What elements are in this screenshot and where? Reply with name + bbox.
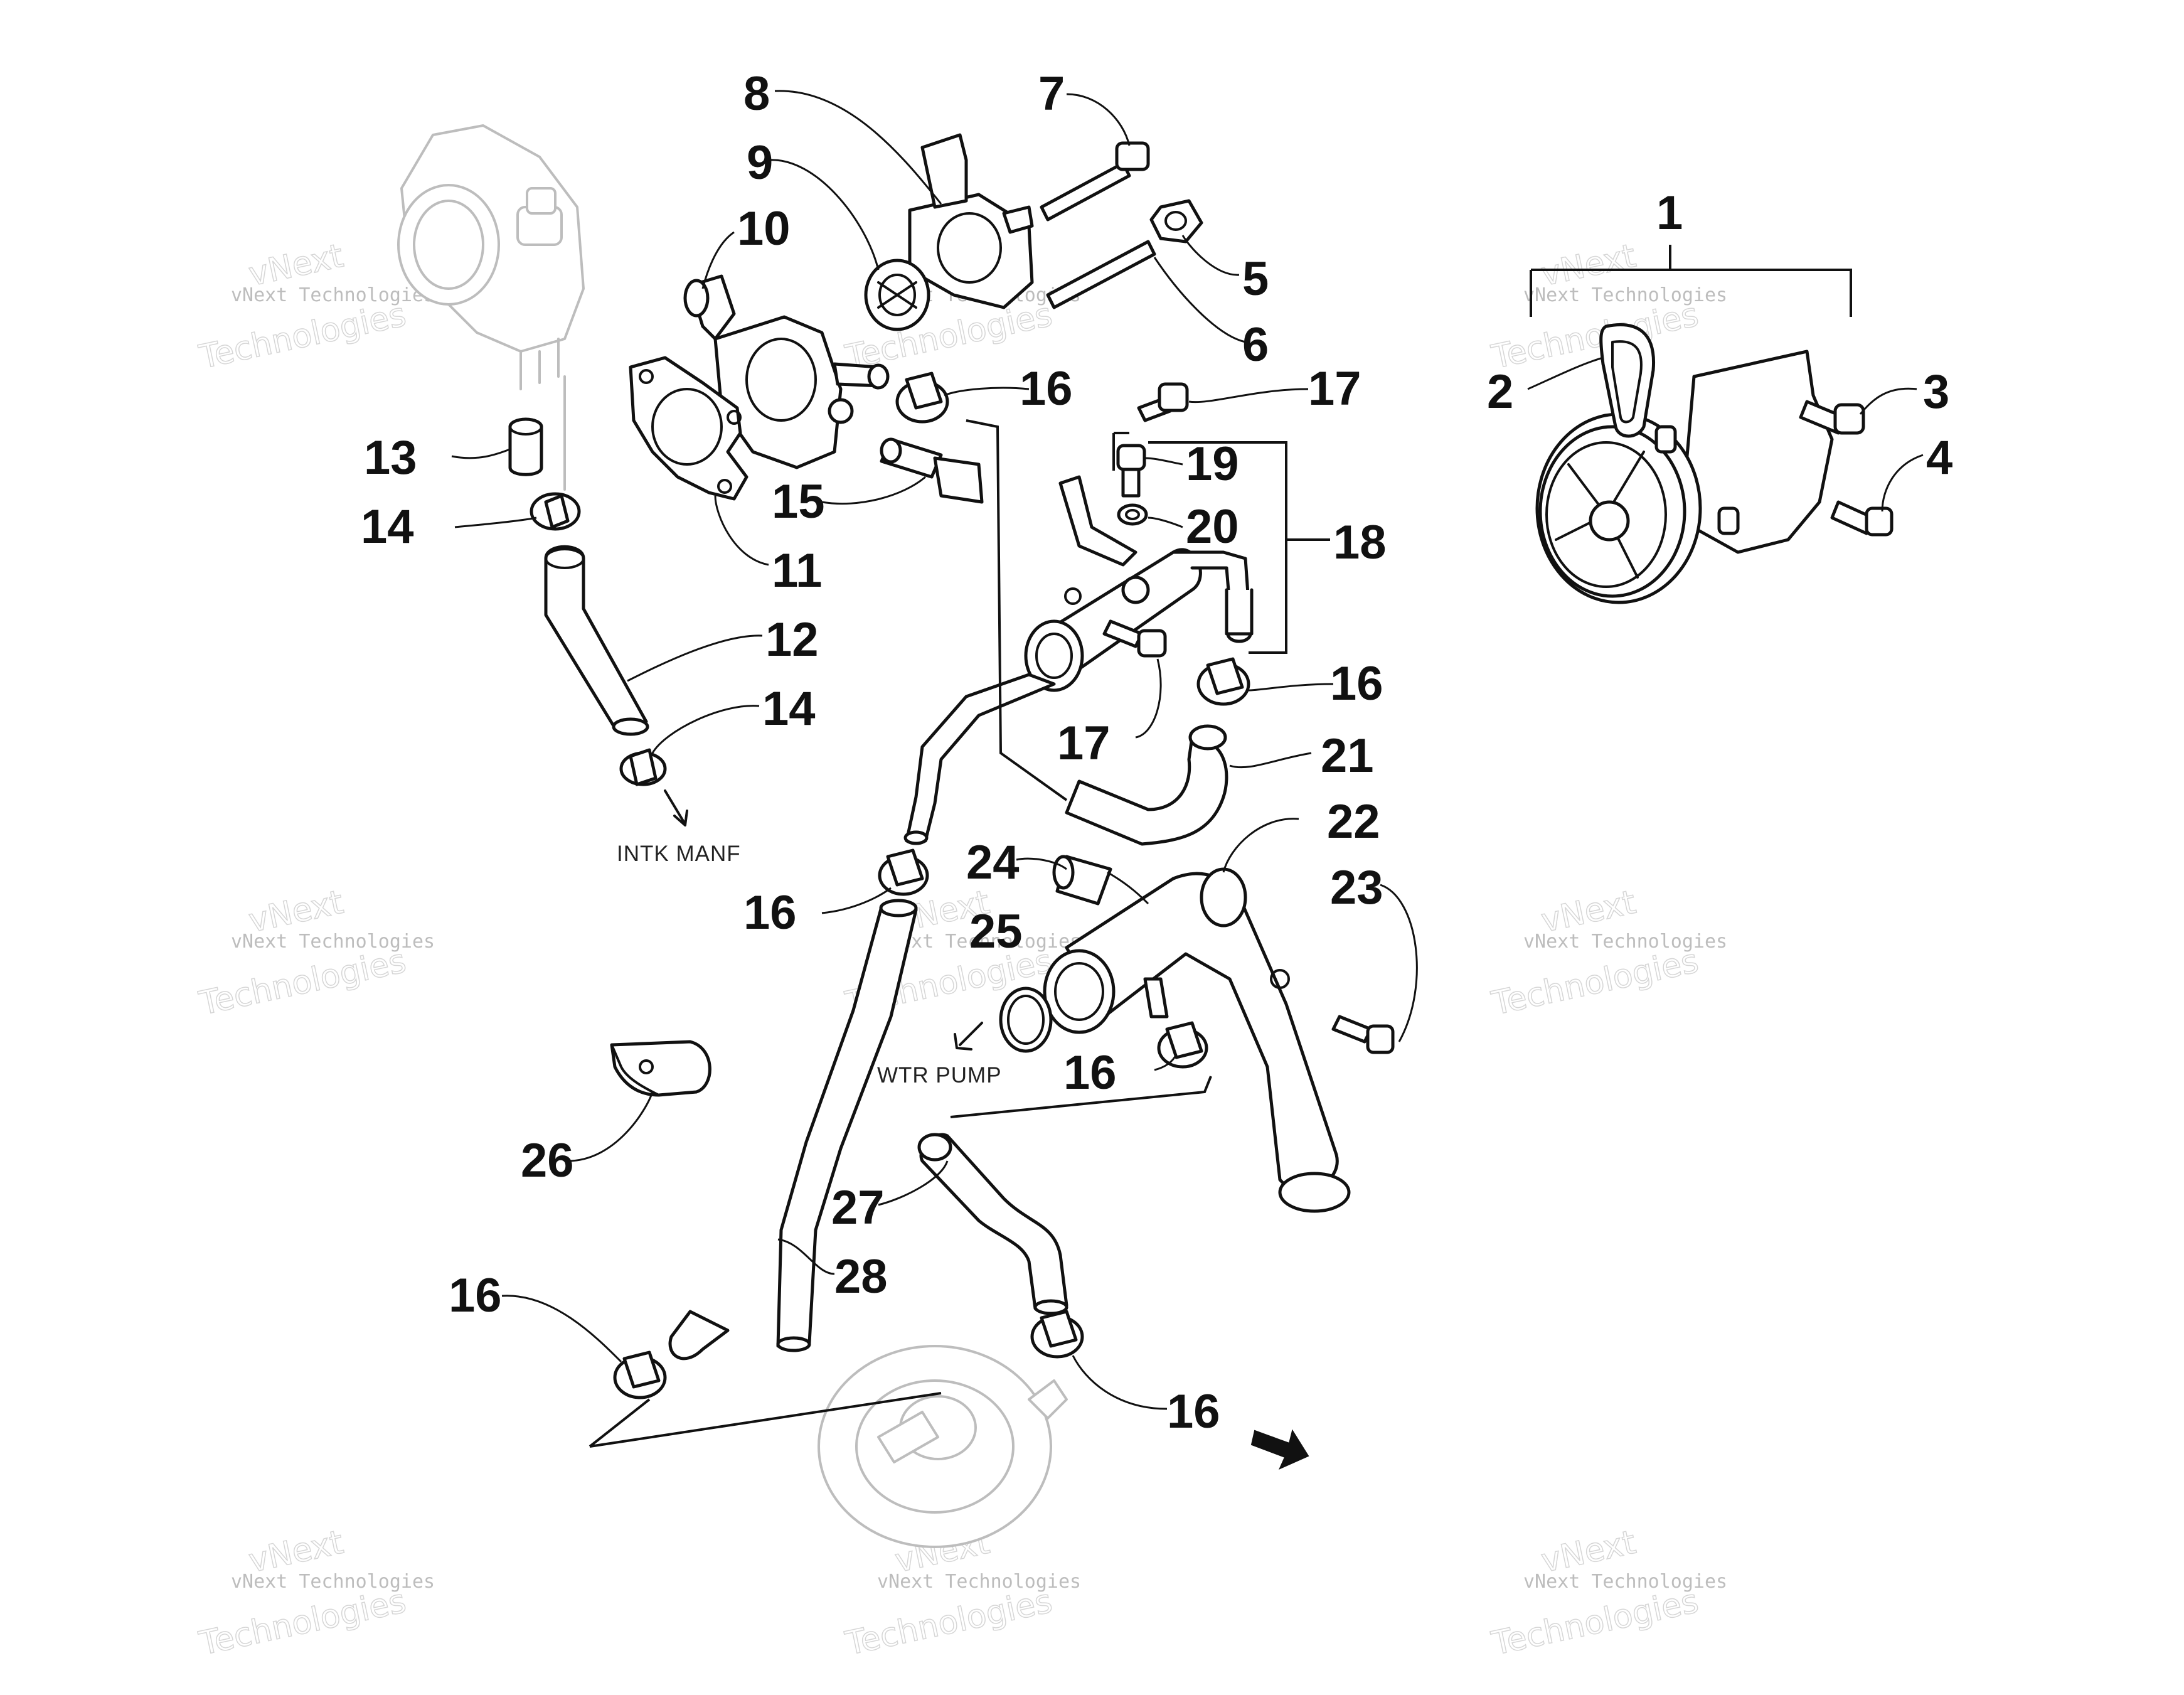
callout-16-bottomleft: 16 bbox=[449, 1269, 502, 1322]
callout-labels: 1 2 3 4 5 6 7 8 9 10 11 12 13 14 14 15 1… bbox=[361, 67, 1952, 1438]
callout-16-top: 16 bbox=[1020, 362, 1073, 415]
callout-17-lower: 17 bbox=[1057, 717, 1111, 770]
clamp-16-top bbox=[895, 372, 949, 424]
callout-1: 1 bbox=[1656, 186, 1683, 240]
washer-20 bbox=[1117, 503, 1148, 526]
callout-16-center: 16 bbox=[1063, 1046, 1117, 1099]
callout-11: 11 bbox=[772, 544, 822, 597]
callout-7: 7 bbox=[1038, 67, 1065, 120]
callout-10: 10 bbox=[737, 202, 791, 255]
callout-15: 15 bbox=[772, 475, 825, 528]
clip-26 bbox=[610, 1040, 711, 1097]
callout-20: 20 bbox=[1186, 500, 1239, 553]
svg-text:vNext Technologies: vNext Technologies bbox=[877, 1571, 1081, 1593]
callout-17-upper: 17 bbox=[1308, 362, 1361, 415]
callout-18: 18 bbox=[1333, 516, 1387, 569]
callout-16-right: 16 bbox=[1330, 657, 1383, 710]
clamp-14-upper bbox=[530, 492, 581, 531]
svg-text:Technologies: Technologies bbox=[196, 1583, 409, 1663]
svg-text:Technologies: Technologies bbox=[1488, 1583, 1702, 1663]
watermark: vNext vNext Technologies Technologies bbox=[195, 1523, 435, 1664]
callout-21: 21 bbox=[1321, 729, 1374, 783]
callout-14-lower: 14 bbox=[762, 682, 816, 735]
pump-bolt-3 bbox=[1799, 400, 1865, 435]
clamp-14-lower bbox=[619, 748, 667, 786]
callout-22: 22 bbox=[1327, 795, 1380, 848]
watermark: vNext vNext Technologies Technologies bbox=[1488, 1523, 1727, 1664]
svg-text:vNext Technologies: vNext Technologies bbox=[231, 1571, 435, 1593]
sleeve-24 bbox=[1052, 855, 1112, 906]
direction-arrow bbox=[1250, 1429, 1309, 1470]
callout-28: 28 bbox=[834, 1250, 888, 1303]
clamp-16-bottomleft bbox=[613, 1350, 667, 1399]
svg-text:vNext Technologies: vNext Technologies bbox=[1523, 284, 1727, 306]
intake-arrow bbox=[664, 789, 688, 826]
callout-2: 2 bbox=[1487, 365, 1513, 419]
callout-26: 26 bbox=[521, 1134, 574, 1187]
clamp-16-right bbox=[1196, 657, 1250, 706]
thermostat-9 bbox=[864, 259, 930, 331]
water-pump-note: WTR PUMP bbox=[877, 1063, 1002, 1088]
svg-text:Technologies: Technologies bbox=[196, 296, 409, 377]
notes: INTK MANF WTR PUMP bbox=[617, 842, 1002, 1088]
bolt-7 bbox=[1040, 141, 1150, 222]
callout-4: 4 bbox=[1926, 431, 1952, 484]
bolt-17-upper bbox=[1137, 382, 1189, 422]
thermostat-cover-8 bbox=[908, 133, 1034, 309]
clamp-16-midleft bbox=[878, 848, 929, 896]
callout-25: 25 bbox=[969, 905, 1023, 958]
svg-text:vNext Technologies: vNext Technologies bbox=[231, 284, 435, 306]
bolt-17-lower bbox=[1102, 619, 1167, 658]
pump-bolt-4 bbox=[1830, 500, 1894, 537]
callout-19: 19 bbox=[1186, 437, 1239, 491]
callout-12: 12 bbox=[765, 613, 819, 666]
hose-27 bbox=[917, 1133, 1068, 1315]
svg-text:Technologies: Technologies bbox=[1488, 296, 1702, 377]
throttle-body-ghost bbox=[397, 124, 585, 491]
pump-gasket bbox=[1599, 323, 1656, 438]
elbow-hose-21 bbox=[1065, 724, 1228, 846]
svg-text:vNext Technologies: vNext Technologies bbox=[1523, 931, 1727, 953]
nut-5 bbox=[1149, 199, 1203, 243]
callout-24: 24 bbox=[966, 836, 1020, 889]
oring-25 bbox=[999, 987, 1053, 1053]
callout-16-midleft: 16 bbox=[743, 886, 797, 939]
clamp-16-center bbox=[1157, 1021, 1208, 1069]
callout-9: 9 bbox=[747, 136, 773, 190]
callout-14-upper: 14 bbox=[361, 500, 414, 553]
hose-12 bbox=[544, 545, 649, 736]
stud-6 bbox=[1046, 240, 1156, 309]
temp-sensor-15 bbox=[880, 437, 984, 504]
pump-arrow bbox=[954, 1022, 983, 1051]
callout-23: 23 bbox=[1330, 861, 1383, 914]
callout-16-bottomright: 16 bbox=[1167, 1385, 1220, 1438]
sleeve-13 bbox=[508, 417, 543, 476]
svg-text:vNext Technologies: vNext Technologies bbox=[1523, 1571, 1727, 1593]
bolt-19 bbox=[1116, 444, 1146, 498]
callout-3: 3 bbox=[1923, 365, 1949, 419]
leader-lines bbox=[451, 90, 1924, 1448]
svg-text:Technologies: Technologies bbox=[842, 1583, 1055, 1663]
water-pump-assembly bbox=[1535, 350, 1834, 604]
intake-manifold-note: INTK MANF bbox=[617, 842, 741, 866]
watermark: vNext vNext Technologies Technologies bbox=[1488, 883, 1727, 1024]
oil-filter-ghost bbox=[818, 1345, 1068, 1548]
bolt-23 bbox=[1331, 1015, 1395, 1054]
callout-27: 27 bbox=[831, 1181, 885, 1234]
svg-text:Technologies: Technologies bbox=[196, 943, 409, 1023]
svg-text:Technologies: Technologies bbox=[1488, 943, 1702, 1023]
callout-5: 5 bbox=[1242, 252, 1269, 306]
clamp-16-bottomright bbox=[1030, 1310, 1084, 1359]
callout-13: 13 bbox=[364, 431, 417, 484]
callout-8: 8 bbox=[743, 67, 770, 120]
gasket-11 bbox=[629, 356, 748, 501]
outlet-pipe-22 bbox=[1043, 867, 1351, 1213]
callout-6: 6 bbox=[1242, 318, 1269, 372]
thermostat-housing-10 bbox=[683, 274, 890, 469]
watermark: vNext vNext Technologies Technologies bbox=[195, 883, 435, 1024]
hose-28 bbox=[668, 899, 918, 1361]
svg-text:vNext Technologies: vNext Technologies bbox=[231, 931, 435, 953]
coolant-pipe-18 bbox=[903, 475, 1254, 845]
